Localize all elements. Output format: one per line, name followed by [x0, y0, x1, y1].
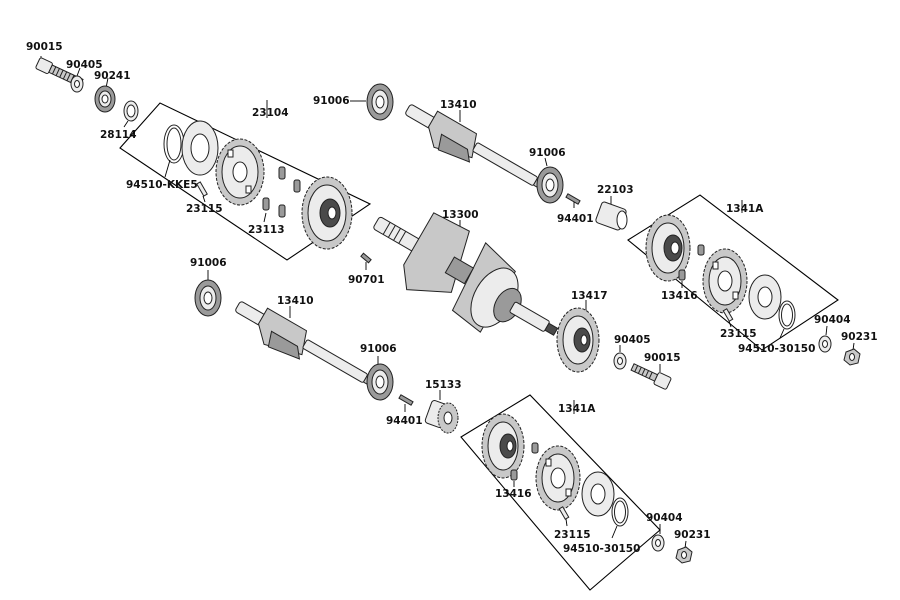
label-90015-mid: 90015 — [644, 352, 681, 364]
label-90404-upper: 90404 — [814, 314, 851, 326]
washer-90404-upper — [818, 325, 832, 353]
label-91006-upper-left: 91006 — [313, 95, 350, 107]
nut-90231-lower — [675, 540, 693, 564]
label-13417: 13417 — [571, 290, 608, 302]
box-1341a-upper — [627, 194, 839, 351]
gear-right-upper-large — [645, 214, 691, 282]
bearing-90241-top — [94, 77, 116, 113]
springs-13416-upper — [678, 244, 705, 288]
bearing-91006-upper-right — [536, 157, 564, 204]
label-23113: 23113 — [248, 224, 285, 236]
pin-23115-right-upper — [722, 308, 734, 328]
gear-right-lower-small — [535, 445, 581, 511]
circlip-94510-kke5 — [163, 124, 185, 178]
label-23115-right-upper: 23115 — [720, 328, 757, 340]
label-13416-upper: 13416 — [661, 290, 698, 302]
label-28114-top: 28114 — [100, 129, 137, 141]
gear-left-large — [301, 176, 353, 250]
gear-13417 — [556, 300, 600, 373]
balancer-shaft-13410-lower — [235, 301, 381, 390]
ring-28114-top — [123, 100, 139, 128]
sprocket-15133 — [424, 390, 459, 434]
gear-right-upper-small — [702, 248, 748, 314]
bearing-91006-lower-right — [366, 356, 394, 401]
label-90015-top: 90015 — [26, 41, 63, 53]
label-94510-kke5: 94510-KKE5 — [126, 179, 198, 191]
label-91006-lower-left: 91006 — [190, 257, 227, 269]
nut-90231-upper — [843, 342, 861, 366]
label-90231-upper: 90231 — [841, 331, 878, 343]
circlip-94510-30150-lower — [611, 497, 629, 539]
key-94401-upper — [565, 193, 581, 208]
washer-90404-lower — [651, 524, 665, 552]
label-94510-30150-upper: 94510-30150 — [738, 343, 815, 355]
bearing-91006-lower-left — [194, 270, 222, 317]
label-22103: 22103 — [597, 184, 634, 196]
balancer-shaft-13410-upper — [405, 104, 551, 193]
label-90405-top: 90405 — [66, 59, 103, 71]
label-23104: 23104 — [252, 107, 289, 119]
bolt-90015-mid — [630, 363, 672, 390]
label-90404-lower: 90404 — [646, 512, 683, 524]
label-1341a-upper: 1341A — [726, 203, 764, 215]
label-13300: 13300 — [442, 209, 479, 221]
collar-22103 — [595, 196, 628, 231]
gear-left-small — [215, 138, 265, 206]
plate-right-upper — [748, 274, 782, 320]
label-13410-lower: 13410 — [277, 295, 314, 307]
washer-90405-top — [70, 67, 84, 93]
pin-23115-right-lower — [558, 506, 570, 527]
label-13416-lower: 13416 — [495, 488, 532, 500]
plate-left — [181, 120, 219, 176]
label-90231-lower: 90231 — [674, 529, 711, 541]
label-90241-top: 90241 — [94, 70, 131, 82]
key-90701 — [360, 252, 372, 270]
label-13410-upper: 13410 — [440, 99, 477, 111]
gear-right-lower-large — [481, 413, 525, 479]
key-94401-lower — [398, 394, 414, 412]
springs-13416-lower — [510, 442, 539, 487]
bearing-91006-upper-left — [350, 83, 394, 121]
springs-23113 — [262, 166, 301, 223]
circlip-94510-30150-upper — [778, 300, 796, 339]
label-94510-30150-lower: 94510-30150 — [563, 543, 640, 555]
label-23115-right-lower: 23115 — [554, 529, 591, 541]
label-1341a-lower: 1341A — [558, 403, 596, 415]
label-90701: 90701 — [348, 274, 385, 286]
label-90405-mid: 90405 — [614, 334, 651, 346]
label-94401-upper: 94401 — [557, 213, 594, 225]
label-91006-lower-right: 91006 — [360, 343, 397, 355]
label-91006-upper-right: 91006 — [529, 147, 566, 159]
crankshaft-13300 — [373, 212, 559, 336]
label-23115-left: 23115 — [186, 203, 223, 215]
label-15133: 15133 — [425, 379, 462, 391]
plate-right-lower — [581, 471, 615, 517]
box-23104 — [119, 102, 372, 261]
washer-90405-mid — [613, 345, 627, 370]
label-94401-lower: 94401 — [386, 415, 423, 427]
pin-23115-left — [196, 181, 208, 203]
